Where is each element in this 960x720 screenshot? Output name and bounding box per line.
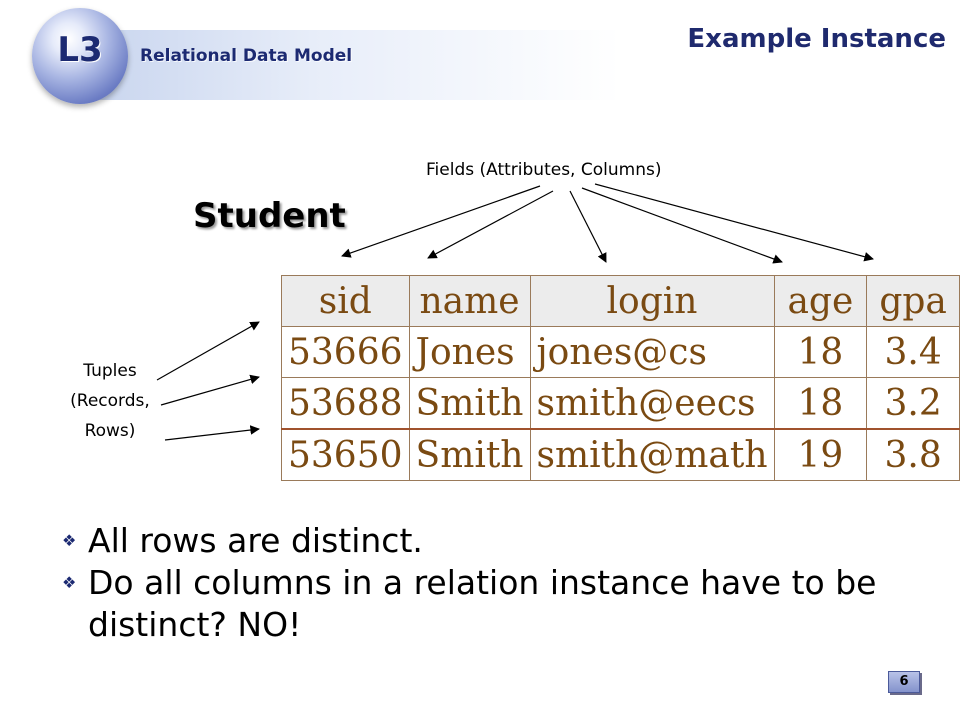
cell-gpa: 3.4 (866, 326, 960, 378)
tuple-arrow-3 (164, 425, 260, 441)
bullet-text: Do all columns in a relation instance ha… (88, 563, 877, 644)
cell-sid: 53688 (281, 377, 410, 430)
tuple-arrow-1 (156, 321, 260, 381)
relation-name: Student (193, 196, 346, 236)
cell-login: jones@cs (529, 326, 775, 378)
cell-login: smith@eecs (529, 377, 775, 430)
cell-name: Smith (408, 428, 531, 481)
table-row: 53688 Smith smith@eecs 18 3.2 (281, 377, 960, 430)
column-header-login: login (529, 275, 775, 327)
table-row: 53650 Smith smith@math 19 3.8 (281, 428, 960, 481)
column-header-age: age (773, 275, 868, 327)
cell-login: smith@math (529, 428, 775, 481)
column-header-name: name (408, 275, 531, 327)
field-arrow-name (427, 190, 554, 259)
cell-sid: 53650 (281, 428, 410, 481)
bullet-text: All rows are distinct. (88, 521, 423, 560)
diamond-bullet-icon: ❖ (62, 531, 77, 550)
cell-name: Smith (408, 377, 531, 430)
field-arrow-age (581, 187, 783, 264)
field-arrow-sid (341, 185, 541, 258)
cell-age: 18 (773, 377, 868, 430)
tuples-caption: Tuples (Records, Rows) (40, 356, 180, 446)
tuple-arrow-2 (160, 374, 260, 406)
bullet-item: ❖ Do all columns in a relation instance … (62, 562, 942, 646)
field-arrow-login (569, 190, 607, 263)
course-title: Relational Data Model (140, 46, 353, 66)
diamond-bullet-icon: ❖ (62, 573, 77, 592)
cell-gpa: 3.2 (866, 377, 960, 430)
field-arrow-gpa (594, 183, 874, 262)
cell-name: Jones (408, 326, 531, 378)
fields-caption: Fields (Attributes, Columns) (426, 160, 662, 180)
cell-age: 19 (773, 428, 868, 481)
header-band (60, 30, 620, 100)
cell-gpa: 3.8 (866, 428, 960, 481)
lecture-badge-orb (32, 8, 128, 104)
table-header-row: sid name login age gpa (281, 275, 960, 327)
lecture-badge: L3 (57, 30, 103, 70)
student-table: sid name login age gpa 53666 Jones jones… (281, 275, 960, 481)
slide-title: Example Instance (687, 24, 946, 54)
bullet-item: ❖ All rows are distinct. (62, 520, 942, 562)
column-header-sid: sid (281, 275, 410, 327)
column-header-gpa: gpa (866, 275, 960, 327)
cell-sid: 53666 (281, 326, 410, 378)
tuples-caption-line: Rows) (84, 421, 136, 441)
table-row: 53666 Jones jones@cs 18 3.4 (281, 326, 960, 378)
tuples-caption-line: (Records, (70, 391, 150, 411)
bullet-list: ❖ All rows are distinct. ❖ Do all column… (62, 520, 942, 646)
tuples-caption-line: Tuples (83, 361, 137, 381)
cell-age: 18 (773, 326, 868, 378)
page-number: 6 (888, 671, 920, 693)
